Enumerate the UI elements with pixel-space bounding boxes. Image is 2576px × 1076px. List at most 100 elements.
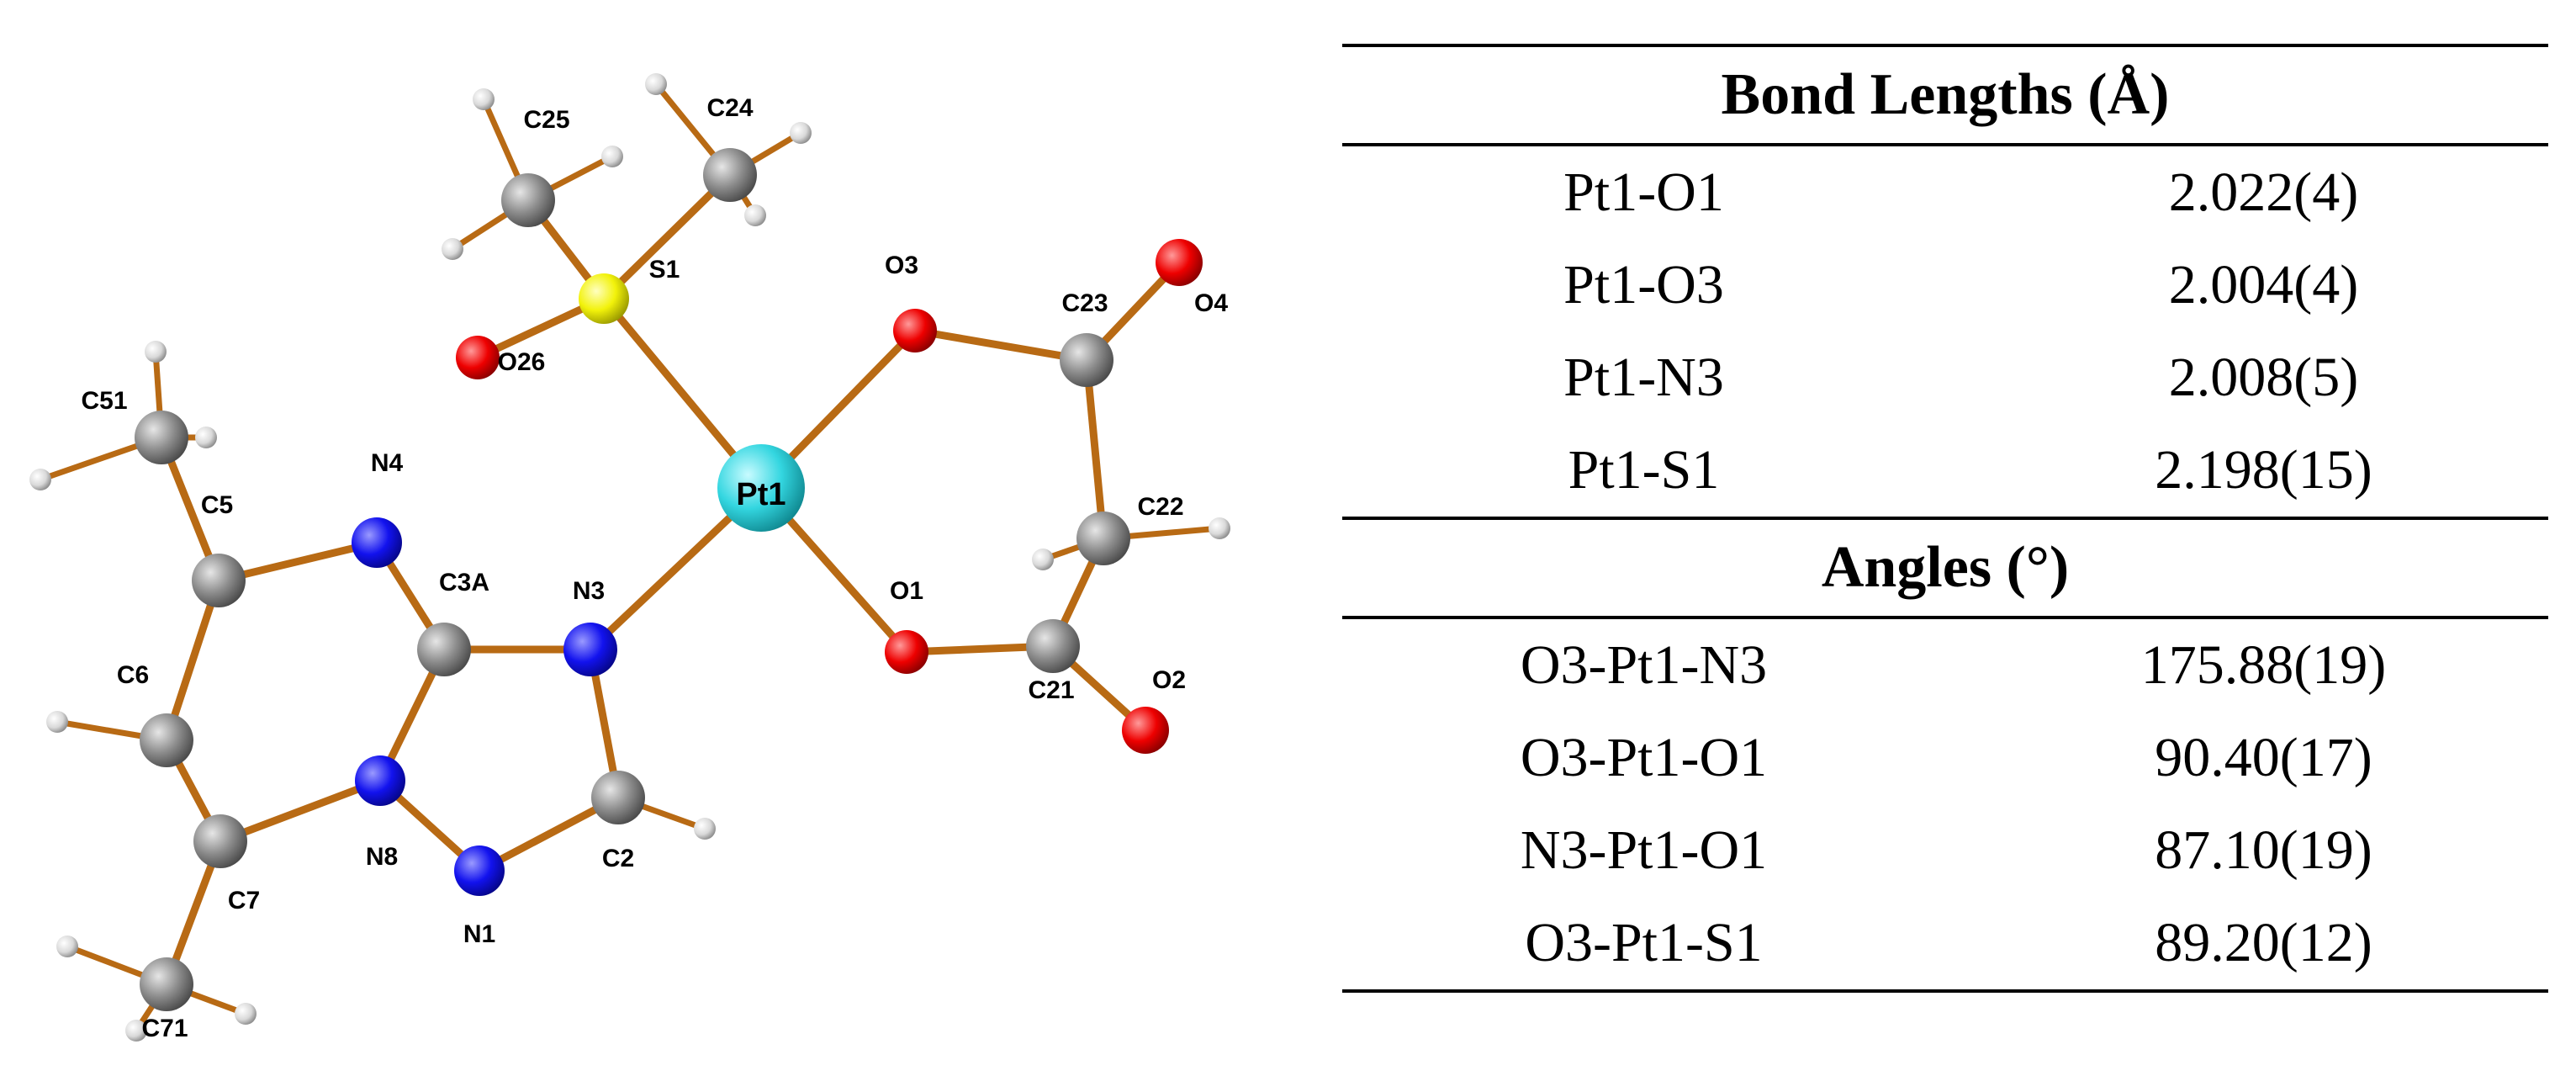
atom-label-n8: N8 bbox=[366, 843, 398, 871]
bond-lengths-header: Bond Lengths (Å) bbox=[1721, 62, 2170, 127]
atom-label-c3a: C3A bbox=[439, 569, 489, 596]
atom-o26 bbox=[456, 336, 500, 379]
bond-geometry-table: Bond Lengths (Å) Pt1-O1 2.022(4) Pt1-O3 … bbox=[1342, 44, 2548, 993]
atom-o3 bbox=[893, 309, 937, 352]
row-label: O3-Pt1-N3 bbox=[1520, 634, 1768, 696]
hydrogen-atom bbox=[56, 936, 78, 957]
row-value: 2.198(15) bbox=[2155, 439, 2372, 501]
table-row: Pt1-O1 2.022(4) bbox=[1342, 146, 2548, 239]
atom-label-c25: C25 bbox=[523, 106, 569, 134]
row-value: 2.022(4) bbox=[2168, 162, 2359, 223]
angles-header: Angles (°) bbox=[1821, 535, 2070, 600]
hydrogen-atom bbox=[601, 146, 623, 167]
atom-label-o1: O1 bbox=[890, 577, 923, 605]
atom-label-o2: O2 bbox=[1152, 666, 1186, 694]
hydrogen-atom bbox=[1209, 517, 1230, 539]
atom-label-o3: O3 bbox=[885, 252, 918, 279]
atom-c21 bbox=[1026, 619, 1080, 673]
atom-label-c24: C24 bbox=[706, 94, 753, 122]
atom-s1 bbox=[579, 273, 629, 324]
atom-label-c5: C5 bbox=[201, 491, 233, 519]
bond-c5-c6 bbox=[162, 576, 223, 745]
top-rule bbox=[1342, 44, 2548, 47]
atom-c22 bbox=[1076, 511, 1130, 565]
atom-label-c51: C51 bbox=[81, 387, 127, 415]
atom-label-c22: C22 bbox=[1137, 493, 1183, 521]
atom-label-c23: C23 bbox=[1061, 289, 1108, 317]
table-row: O3-Pt1-N3 175.88(19) bbox=[1342, 619, 2548, 712]
row-value: 90.40(17) bbox=[2155, 727, 2372, 788]
bond-s1-c24 bbox=[600, 171, 734, 303]
atom-c71 bbox=[140, 957, 193, 1011]
atom-label-c7: C7 bbox=[228, 887, 260, 914]
bond-o3-c23 bbox=[911, 326, 1091, 364]
atom-o4 bbox=[1156, 239, 1203, 286]
atom-c25 bbox=[501, 173, 555, 227]
row-value: 175.88(19) bbox=[2140, 634, 2387, 696]
atom-label-o26: O26 bbox=[498, 348, 546, 376]
header-rule bbox=[1342, 143, 2548, 146]
atom-c5 bbox=[192, 554, 246, 607]
table-row: Pt1-N3 2.008(5) bbox=[1342, 331, 2548, 424]
atom-c3a bbox=[417, 623, 471, 676]
row-label: O3-Pt1-O1 bbox=[1520, 727, 1768, 788]
atom-o1 bbox=[885, 630, 928, 674]
hydrogen-atom bbox=[1032, 549, 1054, 570]
hydrogen-atom bbox=[125, 1020, 147, 1042]
section-rule bbox=[1342, 517, 2548, 520]
atom-n8 bbox=[355, 755, 405, 806]
atom-label-c21: C21 bbox=[1028, 676, 1074, 704]
hydrogen-atom bbox=[744, 204, 766, 226]
table-row: N3-Pt1-O1 87.10(19) bbox=[1342, 804, 2548, 897]
atom-c7 bbox=[193, 814, 247, 868]
atom-n1 bbox=[454, 845, 505, 896]
bond-n4-c5 bbox=[214, 538, 381, 585]
atom-c2 bbox=[591, 771, 645, 824]
row-label: O3-Pt1-S1 bbox=[1525, 912, 1763, 973]
row-label: Pt1-O1 bbox=[1563, 162, 1724, 223]
bond-c23-c22 bbox=[1082, 356, 1108, 543]
atom-label-n4: N4 bbox=[371, 449, 404, 477]
atom-label-s1: S1 bbox=[649, 256, 680, 284]
atom-label-o4: O4 bbox=[1194, 289, 1228, 317]
hydrogen-atom bbox=[442, 238, 463, 260]
hydrogen-atom bbox=[145, 341, 167, 363]
atom-pt1 bbox=[717, 444, 805, 532]
hydrogen-atom bbox=[46, 711, 68, 733]
atom-c6 bbox=[140, 713, 193, 767]
atom-c24 bbox=[703, 148, 757, 202]
row-label: Pt1-O3 bbox=[1563, 254, 1724, 315]
bottom-rule bbox=[1342, 989, 2548, 993]
atom-label-c71: C71 bbox=[141, 1015, 188, 1042]
atoms-layer bbox=[135, 148, 1203, 1011]
atom-label-n3: N3 bbox=[573, 577, 605, 605]
atom-label-n1: N1 bbox=[463, 920, 495, 948]
row-value: 87.10(19) bbox=[2155, 819, 2372, 881]
atom-n4 bbox=[352, 517, 402, 568]
atom-label-c6: C6 bbox=[117, 661, 149, 689]
hydrogen-atom bbox=[235, 1003, 257, 1025]
table-row: Pt1-S1 2.198(15) bbox=[1342, 424, 2548, 517]
bond-c7-n8 bbox=[216, 777, 384, 845]
atom-n3 bbox=[563, 623, 617, 676]
hydrogens-layer bbox=[29, 73, 1230, 1042]
header-rule bbox=[1342, 616, 2548, 619]
atom-label-pt1: Pt1 bbox=[736, 477, 785, 512]
table-row: Pt1-O3 2.004(4) bbox=[1342, 239, 2548, 331]
row-value: 89.20(12) bbox=[2155, 912, 2372, 973]
row-label: Pt1-N3 bbox=[1563, 347, 1724, 408]
row-label: N3-Pt1-O1 bbox=[1520, 819, 1768, 881]
atom-label-c2: C2 bbox=[602, 845, 634, 872]
row-label: Pt1-S1 bbox=[1568, 439, 1720, 501]
table-row: O3-Pt1-O1 90.40(17) bbox=[1342, 712, 2548, 804]
hydrogen-atom bbox=[790, 122, 812, 144]
hydrogen-atom bbox=[195, 427, 217, 448]
table-row: O3-Pt1-S1 89.20(12) bbox=[1342, 897, 2548, 989]
atom-o2 bbox=[1122, 707, 1169, 754]
row-value: 2.004(4) bbox=[2168, 254, 2359, 315]
hydrogen-atom bbox=[473, 88, 495, 110]
hydrogen-atom bbox=[29, 469, 51, 490]
atom-c23 bbox=[1060, 333, 1113, 387]
